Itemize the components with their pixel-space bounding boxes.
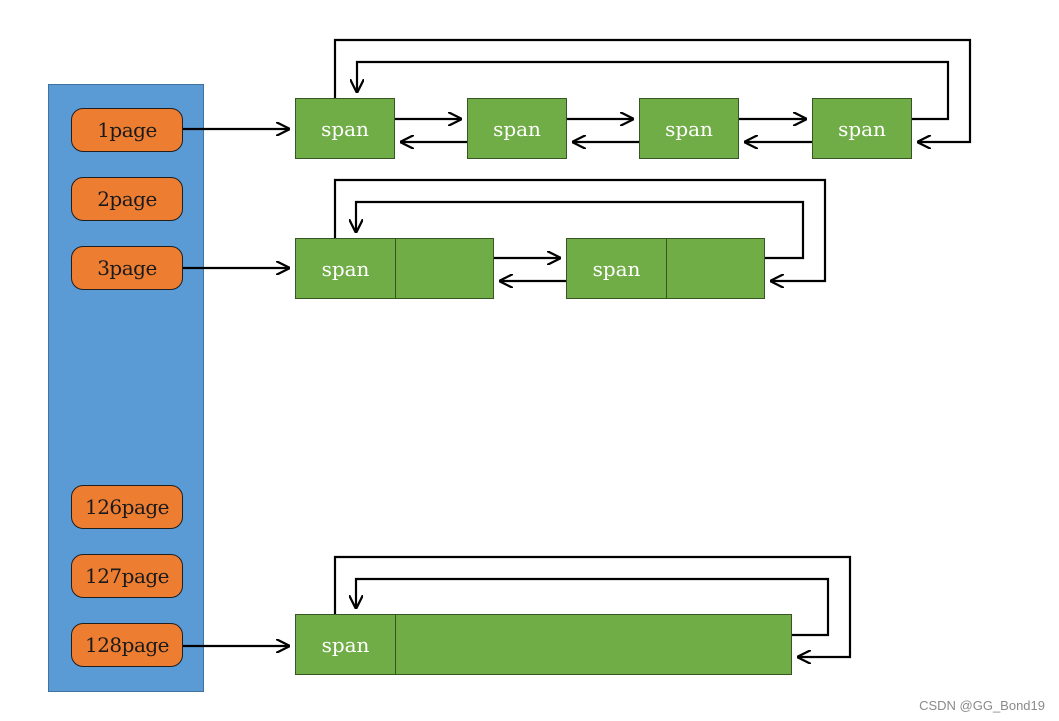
circular-link-inner — [356, 577, 830, 637]
bucket-2page: 2page — [71, 177, 183, 221]
span-row2-1: span — [295, 238, 494, 299]
circular-link-inner — [356, 200, 805, 260]
span-row1-2: span — [467, 98, 567, 159]
bucket-127page: 127page — [71, 554, 183, 598]
span-label: span — [592, 256, 641, 281]
span-divider — [395, 615, 396, 674]
span-divider — [666, 239, 667, 298]
circular-link-outer — [333, 178, 827, 281]
span-label: span — [321, 116, 369, 141]
span-label: span — [321, 632, 370, 657]
bucket-1page: 1page — [71, 108, 183, 152]
bucket-3page: 3page — [71, 246, 183, 290]
span-row2-2: span — [566, 238, 765, 299]
bucket-126page: 126page — [71, 485, 183, 529]
span-label: span — [321, 256, 370, 281]
span-label: span — [493, 116, 541, 141]
span-row1-3: span — [639, 98, 739, 159]
circular-link-inner — [357, 60, 950, 121]
span-label: span — [838, 116, 886, 141]
watermark: CSDN @GG_Bond19 — [919, 698, 1045, 713]
span-row3-1: span — [295, 614, 792, 675]
span-row1-4: span — [812, 98, 912, 159]
span-label: span — [665, 116, 713, 141]
span-divider — [395, 239, 396, 298]
circular-link-outer — [333, 555, 852, 657]
span-row1-1: span — [295, 98, 395, 159]
circular-link-outer — [333, 38, 972, 142]
bucket-128page: 128page — [71, 623, 183, 667]
